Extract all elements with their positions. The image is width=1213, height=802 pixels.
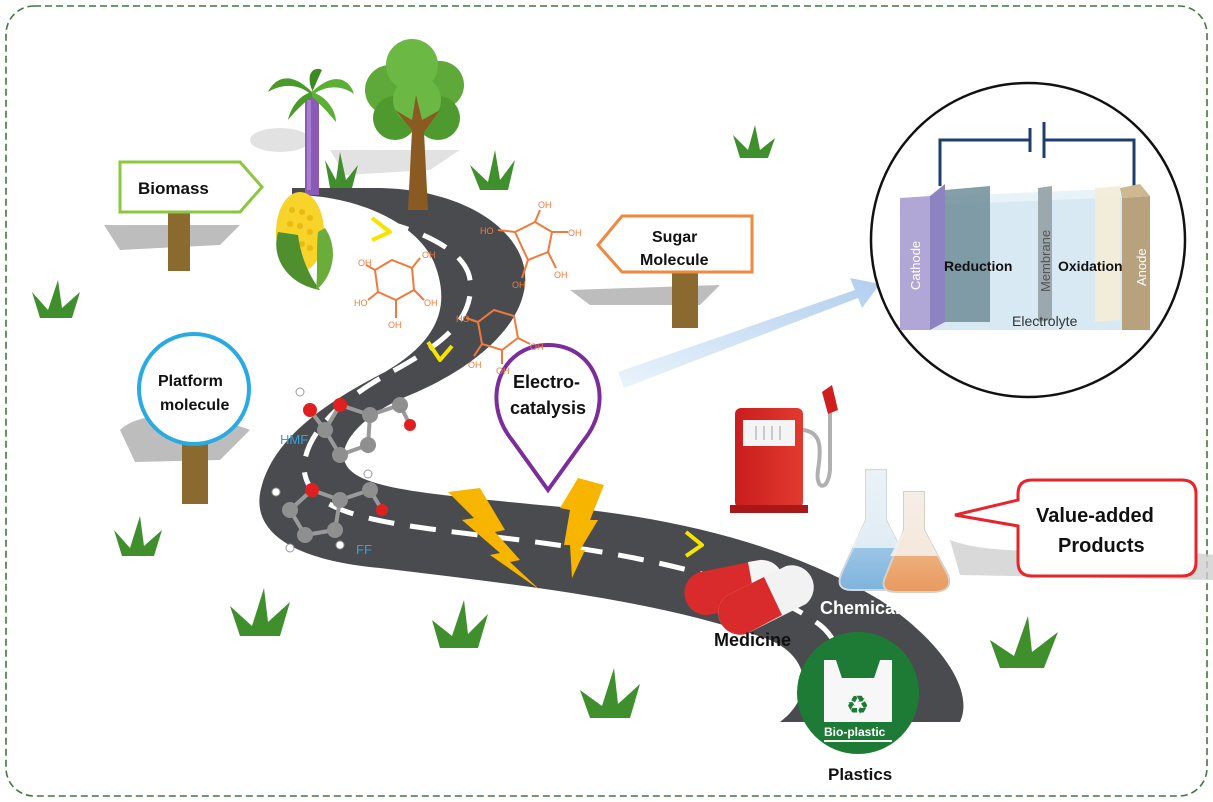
reduction-label: Reduction [944, 258, 1012, 274]
electro-label-line2: catalysis [510, 398, 586, 418]
svg-text:OH: OH [388, 320, 402, 330]
sugar-molecule-structure [365, 209, 568, 364]
sugar-molecule-sign [570, 214, 754, 328]
medicine-capsule-icon [684, 559, 814, 635]
bioplastic-bag-icon [797, 632, 919, 754]
electro-label-line1: Electro- [513, 372, 580, 392]
arrow-to-cell [618, 278, 880, 388]
svg-text:OH: OH [554, 270, 568, 280]
platform-molecule-sign [120, 332, 251, 504]
cathode-label: Cathode [908, 241, 923, 290]
svg-text:OH: OH [358, 258, 372, 268]
medicine-label: Medicine [714, 630, 791, 650]
road-chevrons [370, 216, 704, 558]
svg-text:OH: OH [422, 250, 436, 260]
dashed-frame [5, 5, 1208, 797]
fuel-pump-icon [730, 385, 838, 513]
svg-text:OH: OH [512, 280, 526, 290]
svg-text:OH: OH [568, 228, 582, 238]
value-added-callout [950, 478, 1213, 580]
svg-text:OH: OH [538, 200, 552, 210]
value-label-line2: Products [1058, 535, 1145, 557]
svg-text:OH: OH [424, 298, 438, 308]
svg-text:HO: HO [456, 314, 470, 324]
sugar-oh-labels: OH OH HO OH OH HO OH OH OH OH HO OH OH O… [354, 200, 582, 376]
svg-text:HO: HO [354, 298, 368, 308]
value-label-line1: Value-added [1036, 505, 1154, 527]
svg-text:HO: HO [480, 226, 494, 236]
electrocatalysis-pin [494, 342, 602, 494]
chemicals-label: Chemicals [820, 598, 910, 618]
tree-icon [330, 39, 464, 210]
ff-molecule-model [271, 469, 388, 553]
svg-text:OH: OH [496, 366, 510, 376]
sugar-label-line2: Molecule [640, 252, 709, 269]
svg-text:OH: OH [530, 342, 544, 352]
bioplastic-label: Bio-plastic [824, 725, 886, 739]
biofuels-label: Bio-fuels [726, 515, 788, 532]
lightning-bolt-icons [448, 478, 604, 590]
hmf-label: HMF [280, 432, 308, 447]
anode-label: Anode [1134, 248, 1149, 286]
platform-label-line2: molecule [160, 397, 229, 414]
corn-icon [276, 192, 333, 290]
palm-tree-icon [250, 68, 354, 195]
svg-text:OH: OH [468, 360, 482, 370]
oxidation-label: Oxidation [1058, 258, 1123, 274]
hmf-molecule-model [295, 387, 416, 463]
membrane-label: Membrane [1038, 230, 1053, 292]
sugar-label-line1: Sugar [652, 229, 697, 246]
plastics-label: Plastics [828, 765, 892, 784]
biomass-sign [104, 160, 264, 271]
ff-label: FF [356, 542, 372, 557]
electrochemical-cell [869, 81, 1187, 399]
grass-icons [32, 125, 1058, 718]
chemical-flasks-icon [838, 469, 951, 593]
biomass-label: Biomass [138, 179, 209, 198]
platform-label-line1: Platform [158, 373, 223, 390]
electrolyte-label: Electrolyte [1012, 313, 1078, 329]
recycle-icon: ♻ [846, 691, 869, 721]
